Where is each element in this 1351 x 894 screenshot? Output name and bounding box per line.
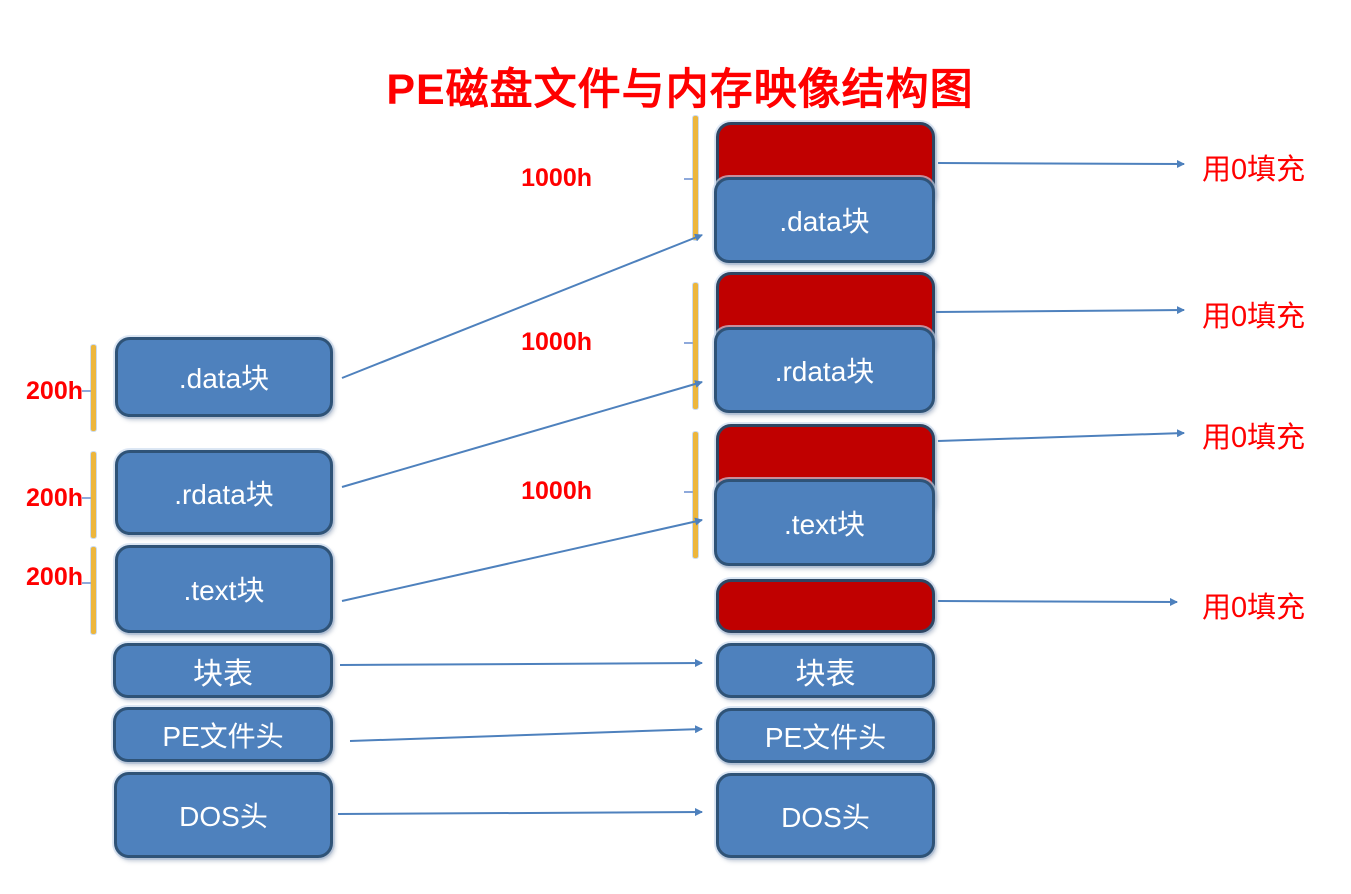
disk-bracket-tick-3 (82, 582, 91, 584)
disk-size-label-1: 200h (26, 377, 83, 405)
disk-section-table-label: 块表 (193, 657, 253, 691)
disk-size-label-2: 200h (26, 484, 83, 512)
memory-section-rdata-label: .rdata块 (774, 356, 875, 387)
arrow-fill-1 (937, 159, 1185, 168)
memory-bracket-tick-1 (684, 178, 693, 180)
disk-section-rdata-label: .rdata块 (174, 478, 274, 510)
memory-padding-box-4 (716, 579, 935, 633)
disk-bracket-3 (91, 547, 96, 634)
fill-zero-label-3: 用0填充 (1202, 422, 1306, 454)
arrow-dos-header (337, 808, 703, 817)
arrow-fill-2 (935, 306, 1185, 315)
arrow-section-table (339, 659, 703, 668)
memory-bracket-1 (693, 116, 698, 240)
memory-section-rdata-box: .rdata块 (714, 327, 935, 413)
memory-bracket-2 (693, 283, 698, 409)
memory-section-data-label: .data块 (779, 206, 870, 237)
disk-size-label-3: 200h (26, 563, 83, 591)
disk-pe-header-label: PE文件头 (162, 720, 284, 752)
disk-section-text-box: .text块 (115, 545, 333, 633)
arrow-rdata-section (341, 380, 703, 488)
fill-zero-label-2: 用0填充 (1202, 301, 1306, 333)
disk-section-text-label: .text块 (183, 575, 265, 606)
disk-bracket-1 (91, 345, 96, 431)
disk-dos-header-box: DOS头 (114, 772, 333, 858)
memory-section-text-label: .text块 (784, 508, 865, 540)
disk-section-rdata-box: .rdata块 (115, 450, 333, 535)
memory-bracket-tick-3 (684, 491, 693, 493)
memory-bracket-3 (693, 432, 698, 558)
disk-pe-header-box: PE文件头 (113, 707, 333, 762)
disk-bracket-2 (91, 452, 96, 538)
disk-section-data-label: .data块 (178, 363, 270, 394)
disk-bracket-tick-2 (82, 497, 91, 499)
memory-section-table-box: 块表 (716, 643, 935, 698)
memory-size-label-1: 1000h (521, 164, 592, 192)
fill-zero-label-1: 用0填充 (1202, 154, 1306, 186)
arrow-pe-header (349, 725, 703, 742)
memory-section-text-box: .text块 (714, 479, 935, 566)
memory-size-label-2: 1000h (521, 328, 592, 356)
disk-section-data-box: .data块 (115, 337, 333, 417)
memory-dos-header-box: DOS头 (716, 773, 935, 858)
arrow-text-section (341, 517, 703, 602)
memory-bracket-tick-2 (684, 342, 693, 344)
fill-zero-label-4: 用0填充 (1202, 592, 1306, 624)
disk-dos-header-label: DOS头 (179, 801, 268, 832)
arrow-fill-3 (937, 429, 1185, 442)
disk-section-table-box: 块表 (113, 643, 333, 698)
disk-bracket-tick-1 (82, 390, 91, 392)
memory-size-label-3: 1000h (521, 477, 592, 505)
memory-section-table-label: 块表 (795, 657, 856, 691)
memory-section-data-box: .data块 (714, 177, 935, 263)
memory-dos-header-label: DOS头 (781, 801, 870, 833)
memory-pe-header-box: PE文件头 (716, 708, 935, 763)
arrow-fill-4 (937, 597, 1178, 606)
page-title: PE磁盘文件与内存映像结构图 (386, 66, 974, 114)
memory-pe-header-label: PE文件头 (764, 721, 887, 753)
